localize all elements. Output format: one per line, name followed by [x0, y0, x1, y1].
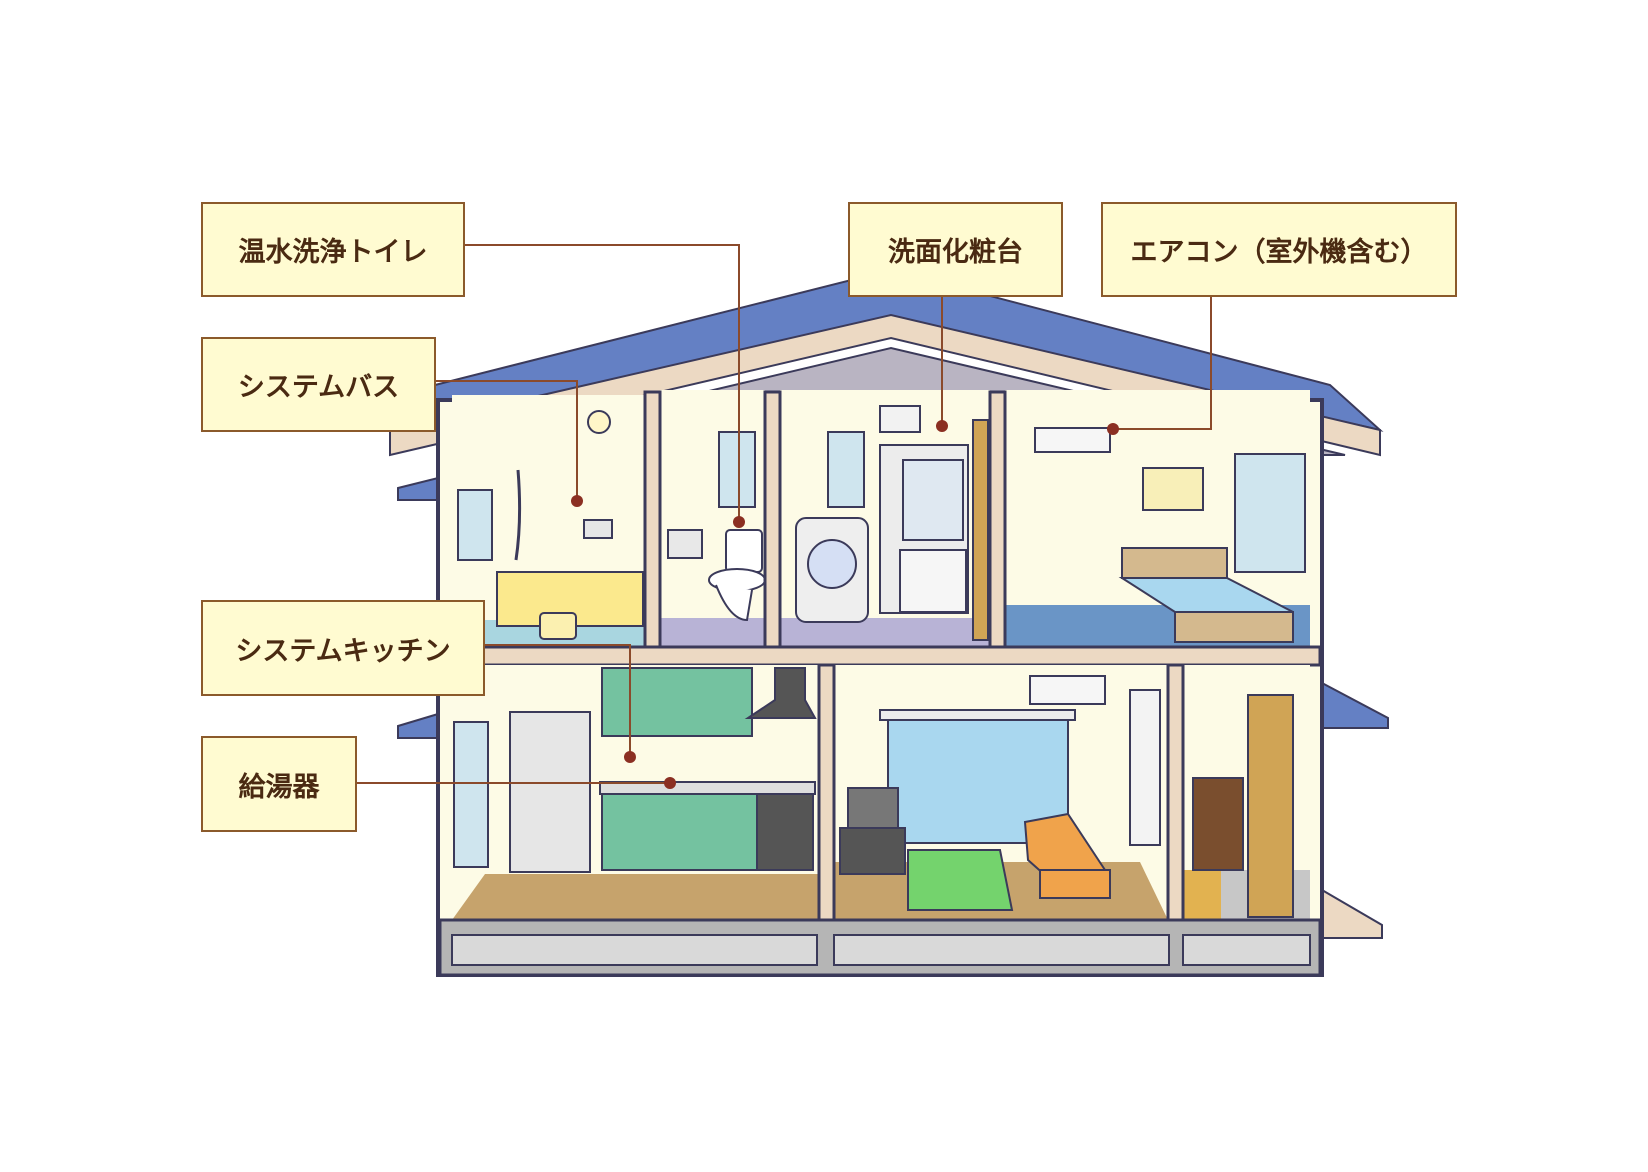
range-hood-icon	[744, 667, 817, 719]
kitchen-counter-icon	[601, 791, 758, 871]
sofa-icon	[1023, 812, 1111, 899]
aircon-leader-line	[1113, 297, 1212, 430]
callout-aircon-text: エアコン（室外機含む）	[1130, 237, 1428, 268]
door-icon	[1129, 689, 1161, 846]
bedroom-room	[1005, 390, 1310, 647]
tv-icon	[839, 787, 906, 875]
kitchen-room	[452, 665, 819, 920]
living-room	[834, 665, 1168, 920]
water-heater-marker	[664, 777, 676, 789]
callout-toilet-text: 温水洗浄トイレ	[238, 237, 428, 268]
window-icon	[453, 721, 489, 868]
door-icon	[972, 419, 989, 641]
callout-bath-text: システムバス	[237, 372, 400, 403]
washing-machine-icon	[795, 517, 869, 623]
toilet-leader-line	[464, 244, 740, 522]
window-icon	[1234, 453, 1306, 573]
callout-kitchen: システムキッチン	[201, 600, 485, 696]
callout-water-heater-text: 給湯器	[238, 771, 320, 803]
callout-washbasin-text: 洗面化粧台	[888, 237, 1023, 268]
air-conditioner-icon	[1034, 427, 1111, 453]
entrance-room	[1183, 665, 1310, 920]
refrigerator-icon	[509, 711, 591, 873]
window-icon	[718, 431, 756, 508]
kitchen-leader-line	[483, 644, 631, 757]
washbasin-marker	[936, 420, 948, 432]
toilet-icon	[708, 529, 766, 622]
air-conditioner-icon	[1029, 675, 1106, 705]
washroom-room	[780, 390, 990, 647]
callout-aircon: エアコン（室外機含む）	[1101, 202, 1457, 297]
bath-leader-line	[434, 380, 578, 501]
kitchen-marker	[624, 751, 636, 763]
aircon-marker	[1107, 423, 1119, 435]
door-icon	[1247, 694, 1294, 918]
callout-washbasin: 洗面化粧台	[848, 202, 1063, 297]
vanity-icon	[879, 444, 969, 614]
bed-icon	[1118, 547, 1294, 643]
toilet-room	[660, 390, 766, 647]
callout-toilet: 温水洗浄トイレ	[201, 202, 465, 297]
callout-kitchen-text: システムキッチン	[235, 635, 451, 667]
window-icon	[457, 489, 493, 561]
callout-bath: システムバス	[201, 337, 436, 432]
toilet-marker	[733, 516, 745, 528]
window-icon	[827, 431, 865, 508]
callout-water-heater: 給湯器	[201, 736, 357, 832]
bath-marker	[571, 495, 583, 507]
